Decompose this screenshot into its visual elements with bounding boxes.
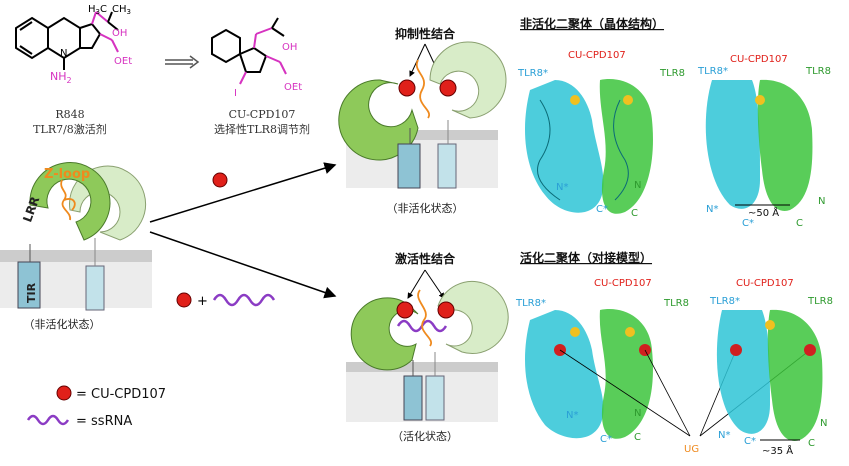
r848-ch3-label: CH3: [112, 4, 131, 16]
top-side-nstar: N*: [706, 204, 718, 215]
top-front-tlr8star: TLR8*: [517, 68, 548, 79]
r848-nh2-label: NH2: [50, 70, 72, 85]
legend-rna-icon: [26, 414, 70, 426]
cu-i-label: I: [234, 88, 237, 99]
bottom-front-tlr8: TLR8: [663, 298, 689, 309]
bottom-front-c: C: [634, 432, 641, 443]
top-front-c: C: [631, 208, 638, 219]
cu-oh-label: OH: [282, 42, 297, 53]
top-side-cstar: C*: [742, 218, 754, 229]
cu-name: CU-CPD107: [229, 108, 296, 121]
top-front-cstar: C*: [596, 204, 608, 215]
top-side-c: C: [796, 218, 803, 229]
bottom-side-dist: ~35 Å: [762, 444, 793, 457]
inhibit-label: 抑制性结合: [395, 26, 456, 41]
bottom-front-cpd: CU-CPD107: [594, 278, 652, 289]
cu-cpd107-dot-top: [212, 172, 228, 188]
bottom-side-dimer: [716, 309, 823, 441]
bottom-side-nstar: N*: [718, 430, 730, 441]
bottom-side-tlr8star: TLR8*: [709, 296, 740, 307]
bottom-side-cstar: C*: [744, 436, 756, 447]
bottom-side-cpd: CU-CPD107: [736, 278, 794, 289]
bottom-side-tlr8: TLR8: [807, 296, 833, 307]
bottom-structure-title: 活化二聚体（对接模型）: [520, 250, 652, 265]
arrow-to-activate: [149, 231, 337, 299]
top-front-nstar: N*: [556, 182, 568, 193]
bottom-side-c: C: [808, 438, 815, 449]
cu-oet-label: OEt: [284, 82, 302, 93]
top-side-dist: ~50 Å: [748, 206, 779, 219]
bottom-front-dimer: [525, 309, 653, 439]
r848-description: TLR7/8激活剂: [33, 122, 107, 136]
ssrna-wave: [212, 293, 276, 307]
r848-n-label: N: [60, 48, 67, 59]
cu-cpd107-dot-bottom: [176, 292, 192, 308]
cu-description: 选择性TLR8调节剂: [214, 122, 310, 136]
lrr-label: LRR: [20, 195, 42, 224]
r848-name: R848: [55, 108, 84, 121]
inhibit-state-label: （非活化状态）: [387, 201, 464, 215]
r848-structure: [15, 11, 119, 70]
tir-label: TIR: [25, 282, 38, 303]
transform-arrow: [165, 55, 200, 69]
top-side-tlr8: TLR8: [805, 66, 831, 77]
activate-receptor-schematic: [346, 269, 509, 422]
top-front-n: N: [634, 180, 641, 191]
top-front-cpd: CU-CPD107: [568, 50, 626, 61]
top-side-n: N: [818, 196, 825, 207]
r848-oh-label: OH: [112, 28, 127, 39]
inhibit-receptor-schematic: [338, 41, 507, 189]
zloop-label: Z-loop: [44, 167, 90, 182]
r848-h3c-label: H3C: [88, 4, 107, 16]
plus-sign: +: [197, 294, 208, 309]
top-structure-title: 非活化二聚体（晶体结构）: [520, 16, 664, 31]
legend-rna-label: = ssRNA: [76, 414, 132, 429]
bottom-front-nstar: N*: [566, 410, 578, 421]
bottom-front-cstar: C*: [600, 434, 612, 445]
activate-state-label: （活化状态）: [392, 429, 458, 443]
top-side-cpd: CU-CPD107: [730, 54, 788, 65]
bottom-side-n: N: [820, 418, 827, 429]
top-front-dimer: [525, 79, 653, 214]
arrow-to-inhibit: [149, 162, 337, 223]
bottom-front-tlr8star: TLR8*: [515, 298, 546, 309]
top-side-tlr8star: TLR8*: [697, 66, 728, 77]
r848-oet-label: OEt: [114, 56, 132, 67]
activate-label: 激活性结合: [395, 251, 456, 266]
legend-dot-label: = CU-CPD107: [76, 387, 166, 402]
legend-dot-icon: [56, 385, 72, 401]
ug-label: UG: [684, 444, 699, 455]
top-side-dimer: [705, 79, 813, 211]
top-front-tlr8: TLR8: [659, 68, 685, 79]
left-state-label: （非活化状态）: [24, 317, 101, 331]
left-receptor-schematic: [0, 162, 152, 311]
bottom-front-n: N: [634, 408, 641, 419]
cu-cpd107-structure: [211, 17, 287, 85]
